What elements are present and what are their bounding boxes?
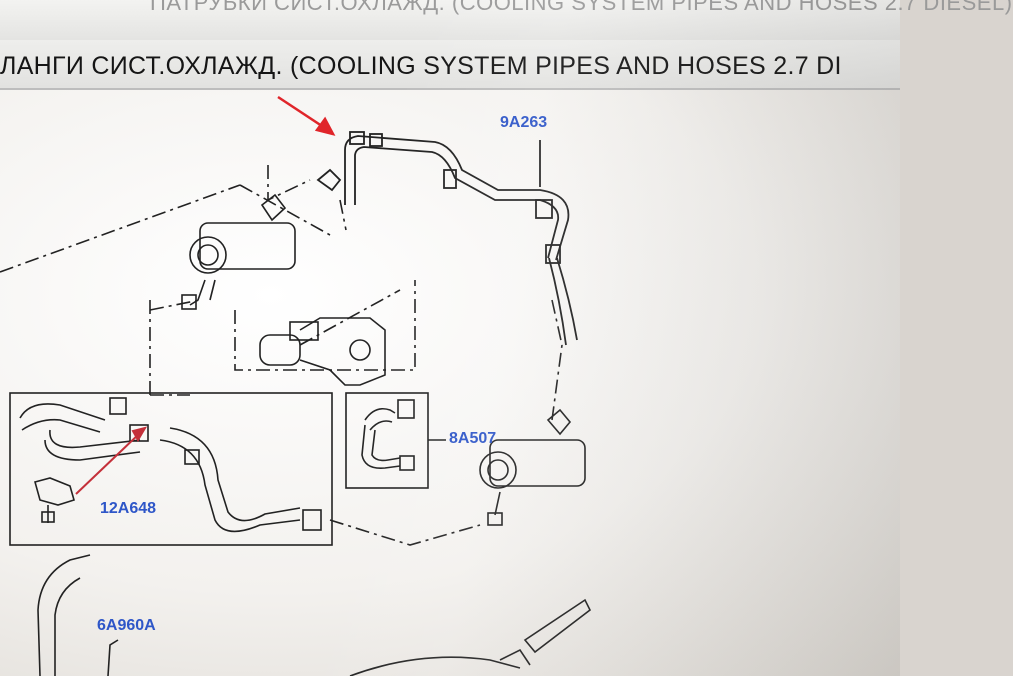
box-left [9, 392, 333, 546]
part-label-8a507[interactable]: 8A507 [449, 430, 497, 447]
hose-9a263 [316, 131, 578, 346]
diagram-drawing [0, 95, 592, 676]
red-arrow-top [277, 95, 336, 136]
parts-diagram[interactable]: 9A263 8A507 12A648 6A960A [0, 90, 900, 676]
bottom-parts [37, 554, 592, 676]
title-bar: ЛАНГИ СИСТ.ОХЛАЖД. (COOLING SYSTEM PIPES… [0, 40, 900, 90]
egr-cooler-upper [181, 193, 296, 310]
part-label-6a960a[interactable]: 6A960A [97, 617, 156, 634]
faded-title-text: ПАТРУБКИ СИСТ.ОХЛАЖД. (COOLING SYSTEM PI… [150, 0, 1013, 15]
guide-lines [0, 165, 563, 546]
temperature-sensor [34, 477, 75, 523]
hoses-left-box [19, 397, 322, 533]
part-label-12a648[interactable]: 12A648 [100, 500, 157, 517]
part-label-9a263[interactable]: 9A263 [500, 114, 548, 131]
page-title: ЛАНГИ СИСТ.ОХЛАЖД. (COOLING SYSTEM PIPES… [0, 52, 842, 80]
hose-8a507 [361, 399, 446, 471]
box-middle [345, 392, 429, 489]
egr-cooler-lower [479, 408, 586, 526]
thermostat-housing [259, 317, 386, 386]
top-strip: ПАТРУБКИ СИСТ.ОХЛАЖД. (COOLING SYSTEM PI… [0, 0, 1012, 40]
red-arrow-sensor [75, 426, 148, 495]
